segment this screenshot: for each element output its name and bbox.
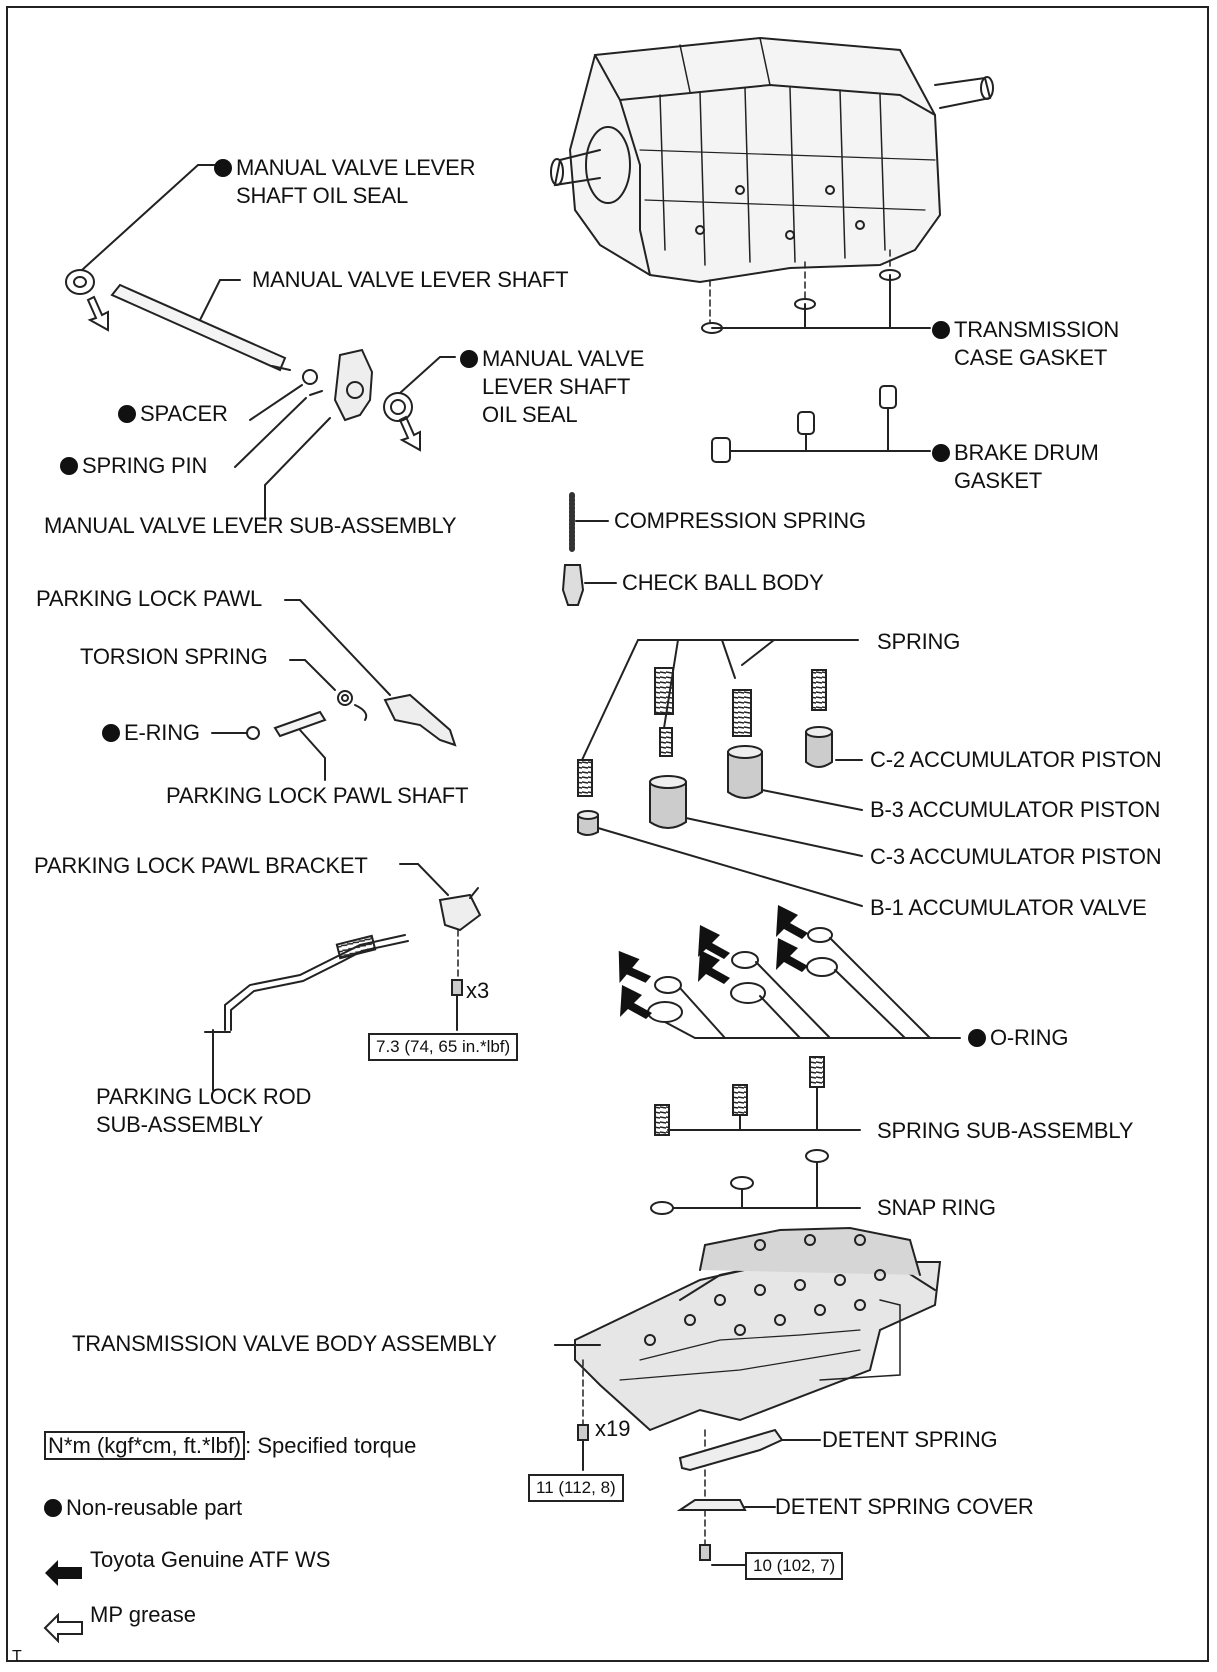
label-text: GASKET [954,468,1043,493]
accumulator-pistons [577,726,863,907]
label-text: SPRING PIN [82,453,208,478]
label-compression-spring: COMPRESSION SPRING [614,508,866,533]
accumulator-springs [577,639,859,797]
parking-lock-group [211,599,457,781]
label-mvl-shaft: MANUAL VALVE LEVER SHAFT [252,267,569,292]
legend-non-reusable: Non-reusable part [44,1494,242,1522]
legend-specified-torque: N*m (kgf*cm, ft.*lbf): Specified torque [44,1431,417,1460]
label-spring: SPRING [877,629,961,654]
label-text: MANUAL VALVE [482,346,645,371]
valve-body-bolt-quantity: x19 [595,1416,631,1441]
label-detent-spring-cover: DETENT SPRING COVER [775,1494,1034,1519]
valve-body-bolt [577,1424,589,1471]
label-text: SHAFT OIL SEAL [236,183,409,208]
non-reusable-marker [60,457,78,475]
label-check-ball-body: CHECK BALL BODY [622,570,824,595]
label-b1-accumulator-valve: B-1 ACCUMULATOR VALVE [870,895,1147,920]
label-e-ring: E-RING [102,719,200,747]
label-valve-body-assembly: TRANSMISSION VALVE BODY ASSEMBLY [72,1331,497,1356]
label-text: CASE GASKET [954,345,1108,370]
label-spacer: SPACER [118,400,228,428]
label-text: LEVER SHAFT [482,374,631,399]
transmission-case-drawing [550,36,994,284]
legend-atf: Toyota Genuine ATF WS [90,1547,331,1572]
detent-bolt-torque: 10 (102, 7) [745,1552,844,1580]
label-c2-accumulator-piston: C-2 ACCUMULATOR PISTON [870,747,1162,772]
label-mvl-oil-seal-upper: MANUAL VALVE LEVER SHAFT OIL SEAL [214,154,476,210]
spring-sub-assembly-parts [654,1056,861,1136]
label-parking-lock-pawl: PARKING LOCK PAWL [36,586,263,611]
label-transmission-case-gasket: TRANSMISSION CASE GASKET [932,316,1119,372]
label-text: SPACER [140,401,228,426]
non-reusable-marker [214,159,232,177]
label-spring-sub-assembly: SPRING SUB-ASSEMBLY [877,1118,1134,1143]
parking-lock-bracket-group [204,863,482,1091]
snap-ring-parts [650,1149,861,1215]
label-text: PARKING LOCK ROD [96,1084,312,1109]
detent-bolt [699,1544,746,1566]
label-text: TRANSMISSION [954,317,1120,342]
o-rings [647,927,961,1039]
legend-grease: MP grease [90,1602,196,1627]
valve-body-drawing [554,1226,942,1546]
label-torsion-spring: TORSION SPRING [80,644,268,669]
manual-valve-lever-group [65,164,456,521]
label-text: OIL SEAL [482,402,578,427]
diagram-frame [6,6,1209,1662]
case-gasket-callout [701,249,931,334]
non-reusable-marker [932,321,950,339]
label-text: MANUAL VALVE LEVER [236,155,476,180]
non-reusable-marker [460,350,478,368]
legend-text: Non-reusable part [66,1495,243,1520]
non-reusable-marker [968,1029,986,1047]
label-snap-ring: SNAP RING [877,1195,996,1220]
legend-icons [43,1560,83,1644]
label-detent-spring: DETENT SPRING [822,1427,998,1452]
label-spring-pin: SPRING PIN [60,452,207,480]
legend-torque-text: : Specified torque [245,1433,417,1458]
label-parking-lock-pawl-bracket: PARKING LOCK PAWL BRACKET [34,853,368,878]
label-text: E-RING [124,720,200,745]
brake-drum-gasket-parts [711,385,931,463]
non-reusable-marker [44,1499,62,1517]
bracket-bolt-quantity: x3 [466,978,490,1003]
label-text: O-RING [990,1025,1069,1050]
non-reusable-marker [118,405,136,423]
non-reusable-marker [102,724,120,742]
compression-spring-part [569,492,609,553]
legend-torque-box: N*m (kgf*cm, ft.*lbf) [44,1431,246,1460]
label-c3-accumulator-piston: C-3 ACCUMULATOR PISTON [870,844,1162,869]
label-brake-drum-gasket: BRAKE DRUM GASKET [932,439,1099,495]
atf-arrows [618,905,808,1019]
label-o-ring: O-RING [968,1024,1068,1052]
non-reusable-marker [932,444,950,462]
label-parking-lock-rod: PARKING LOCK ROD SUB-ASSEMBLY [96,1083,311,1139]
check-ball-body-part [561,564,617,606]
bracket-bolt-torque: 7.3 (74, 65 in.*lbf) [368,1033,519,1061]
label-mvl-oil-seal-lower: MANUAL VALVE LEVER SHAFT OIL SEAL [460,345,644,429]
detent-spring-part [678,1428,821,1472]
label-text: SUB-ASSEMBLY [96,1112,264,1137]
label-b3-accumulator-piston: B-3 ACCUMULATOR PISTON [870,797,1161,822]
label-parking-lock-pawl-shaft: PARKING LOCK PAWL SHAFT [166,783,469,808]
detent-spring-cover-part [676,1499,776,1511]
label-mvl-sub-assembly: MANUAL VALVE LEVER SUB-ASSEMBLY [44,513,457,538]
corner-mark: T [12,1648,22,1665]
valve-body-bolt-torque: 11 (112, 8) [528,1474,624,1502]
label-text: BRAKE DRUM [954,440,1099,465]
